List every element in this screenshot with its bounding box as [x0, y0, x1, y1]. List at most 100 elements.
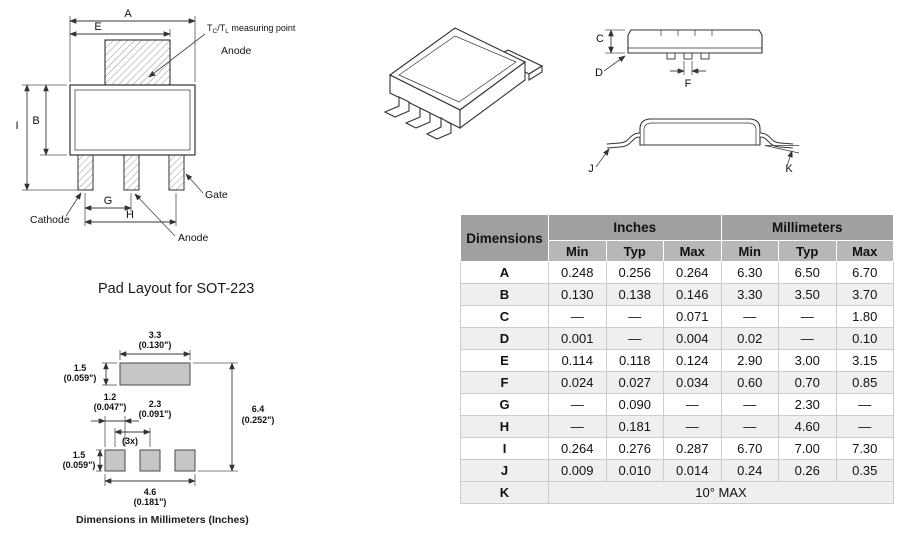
dimension-value: 0.034: [663, 371, 722, 394]
tab-edge-face: [528, 65, 543, 81]
tab-width-in: (0.130"): [139, 340, 172, 350]
pad-pitch-mm: 2.3: [149, 399, 162, 409]
overall-height-mm: 6.4: [252, 404, 265, 414]
end-view-body: [627, 29, 763, 54]
dimensions-table: Dimensions Inches Millimeters Min Typ Ma…: [460, 214, 894, 504]
body-top-bevel: [398, 35, 517, 103]
dimension-value: 0.181: [605, 415, 664, 438]
group-header-millimeters: Millimeters: [720, 214, 894, 241]
table-row: C——0.071——1.80: [460, 305, 894, 328]
dimension-value: 0.10: [835, 327, 894, 350]
anode-lead-rect: [123, 154, 140, 191]
dimension-h: H: [84, 193, 177, 226]
dimension-value: 0.02: [720, 327, 779, 350]
dimension-tab-height: 1.5 (0.059"): [64, 362, 117, 386]
dimension-letter: A: [460, 261, 549, 284]
anode-tab-rect: [104, 39, 171, 86]
end-view-foot: [700, 52, 710, 60]
dimension-value: 0.264: [548, 437, 607, 460]
span-in: (0.181"): [134, 497, 167, 507]
dimension-value: 6.50: [778, 261, 837, 284]
dimension-value: 0.264: [663, 261, 722, 284]
pad-width-mm: 1.2: [104, 392, 117, 402]
dimension-value: 0.70: [778, 371, 837, 394]
dimension-value: 6.70: [720, 437, 779, 460]
table-subheader-row: Min Typ Max Min Typ Max: [461, 240, 894, 262]
dimension-a: A: [69, 8, 196, 82]
subheader-mm-typ: Typ: [778, 240, 837, 262]
subheader-inches-min: Min: [548, 240, 607, 262]
dimension-value: 0.85: [835, 371, 894, 394]
dimension-value: 0.014: [663, 459, 722, 482]
dimension-value: 4.60: [778, 415, 837, 438]
dimension-value: —: [720, 305, 779, 328]
dimension-value: —: [605, 327, 664, 350]
measuring-point-callout: TC/TL measuring point Anode: [148, 23, 296, 78]
gate-label: Gate: [205, 189, 228, 201]
dimension-pad-width: 1.2 (0.047"): [91, 392, 139, 447]
package-body-inner-rect: [74, 89, 191, 151]
dimension-i: I: [15, 84, 78, 191]
dimension-value: 3.50: [778, 283, 837, 306]
pad-height-mm: 1.5: [73, 450, 86, 460]
dimension-value: 0.26: [778, 459, 837, 482]
dimension-value: 0.071: [663, 305, 722, 328]
anode-top-label: Anode: [221, 45, 252, 57]
dimension-letter: J: [460, 459, 549, 482]
package-body-rect: [69, 84, 196, 156]
pad-layout-title: Pad Layout for SOT-223: [98, 281, 255, 297]
gate-lead-rect: [168, 154, 185, 191]
dimension-value: 0.004: [663, 327, 722, 350]
dimension-value: 7.30: [835, 437, 894, 460]
cathode-lead-rect: [77, 154, 94, 191]
dimension-value: 3.70: [835, 283, 894, 306]
dimension-d: D: [595, 55, 626, 79]
dimension-value: 6.70: [835, 261, 894, 284]
dimension-span: 4.6 (0.181"): [104, 474, 196, 507]
dimension-value: 0.24: [720, 459, 779, 482]
dimension-value: 2.90: [720, 349, 779, 372]
dimension-k: K: [764, 145, 800, 175]
side-views-drawing: C D F J K: [588, 29, 800, 175]
dim-label-b: B: [32, 115, 39, 127]
dimension-value: 0.090: [605, 393, 664, 416]
dimension-value: —: [548, 305, 607, 328]
dimension-value: 0.130: [548, 283, 607, 306]
dimension-value: —: [778, 327, 837, 350]
dimension-value: 0.138: [605, 283, 664, 306]
end-view-foot: [666, 52, 676, 60]
dimension-value: 0.146: [663, 283, 722, 306]
package-3d: [383, 27, 544, 140]
subheader-mm-min: Min: [720, 240, 779, 262]
dim-label-f: F: [685, 78, 692, 90]
dimension-value: —: [663, 393, 722, 416]
dimension-f: F: [670, 61, 706, 90]
dimension-j: J: [588, 148, 610, 175]
pad-layout-drawing: 3.3 (0.130") 1.5 (0.059") 1.2 (0.047") 2…: [63, 330, 275, 507]
dim-label-i: I: [15, 120, 18, 132]
measuring-point-label: TC/TL measuring point: [207, 23, 296, 35]
end-view: [627, 29, 763, 60]
lead-pad-rect-3: [174, 449, 196, 472]
dimension-pad-height: 1.5 (0.059"): [63, 449, 103, 472]
isometric-view-drawing: [383, 27, 544, 140]
profile-body: [639, 118, 761, 146]
dimension-pad-pitch: 2.3 (0.091") (3x): [114, 399, 171, 447]
dimension-value: —: [778, 305, 837, 328]
dimension-value: 0.287: [663, 437, 722, 460]
cathode-label: Cathode: [30, 214, 70, 226]
dimension-value: —: [548, 393, 607, 416]
lead-3d-1: [383, 96, 410, 118]
lead-pad-rect-1: [104, 449, 126, 472]
cathode-callout: Cathode: [30, 192, 82, 226]
dimension-g: G: [84, 193, 132, 226]
dimension-letter: G: [460, 393, 549, 416]
lead-pad-rect-2: [139, 449, 161, 472]
table-group-header-row: Dimensions Inches Millimeters: [460, 214, 894, 262]
dimension-value: 3.30: [720, 283, 779, 306]
subheader-inches-max: Max: [663, 240, 722, 262]
